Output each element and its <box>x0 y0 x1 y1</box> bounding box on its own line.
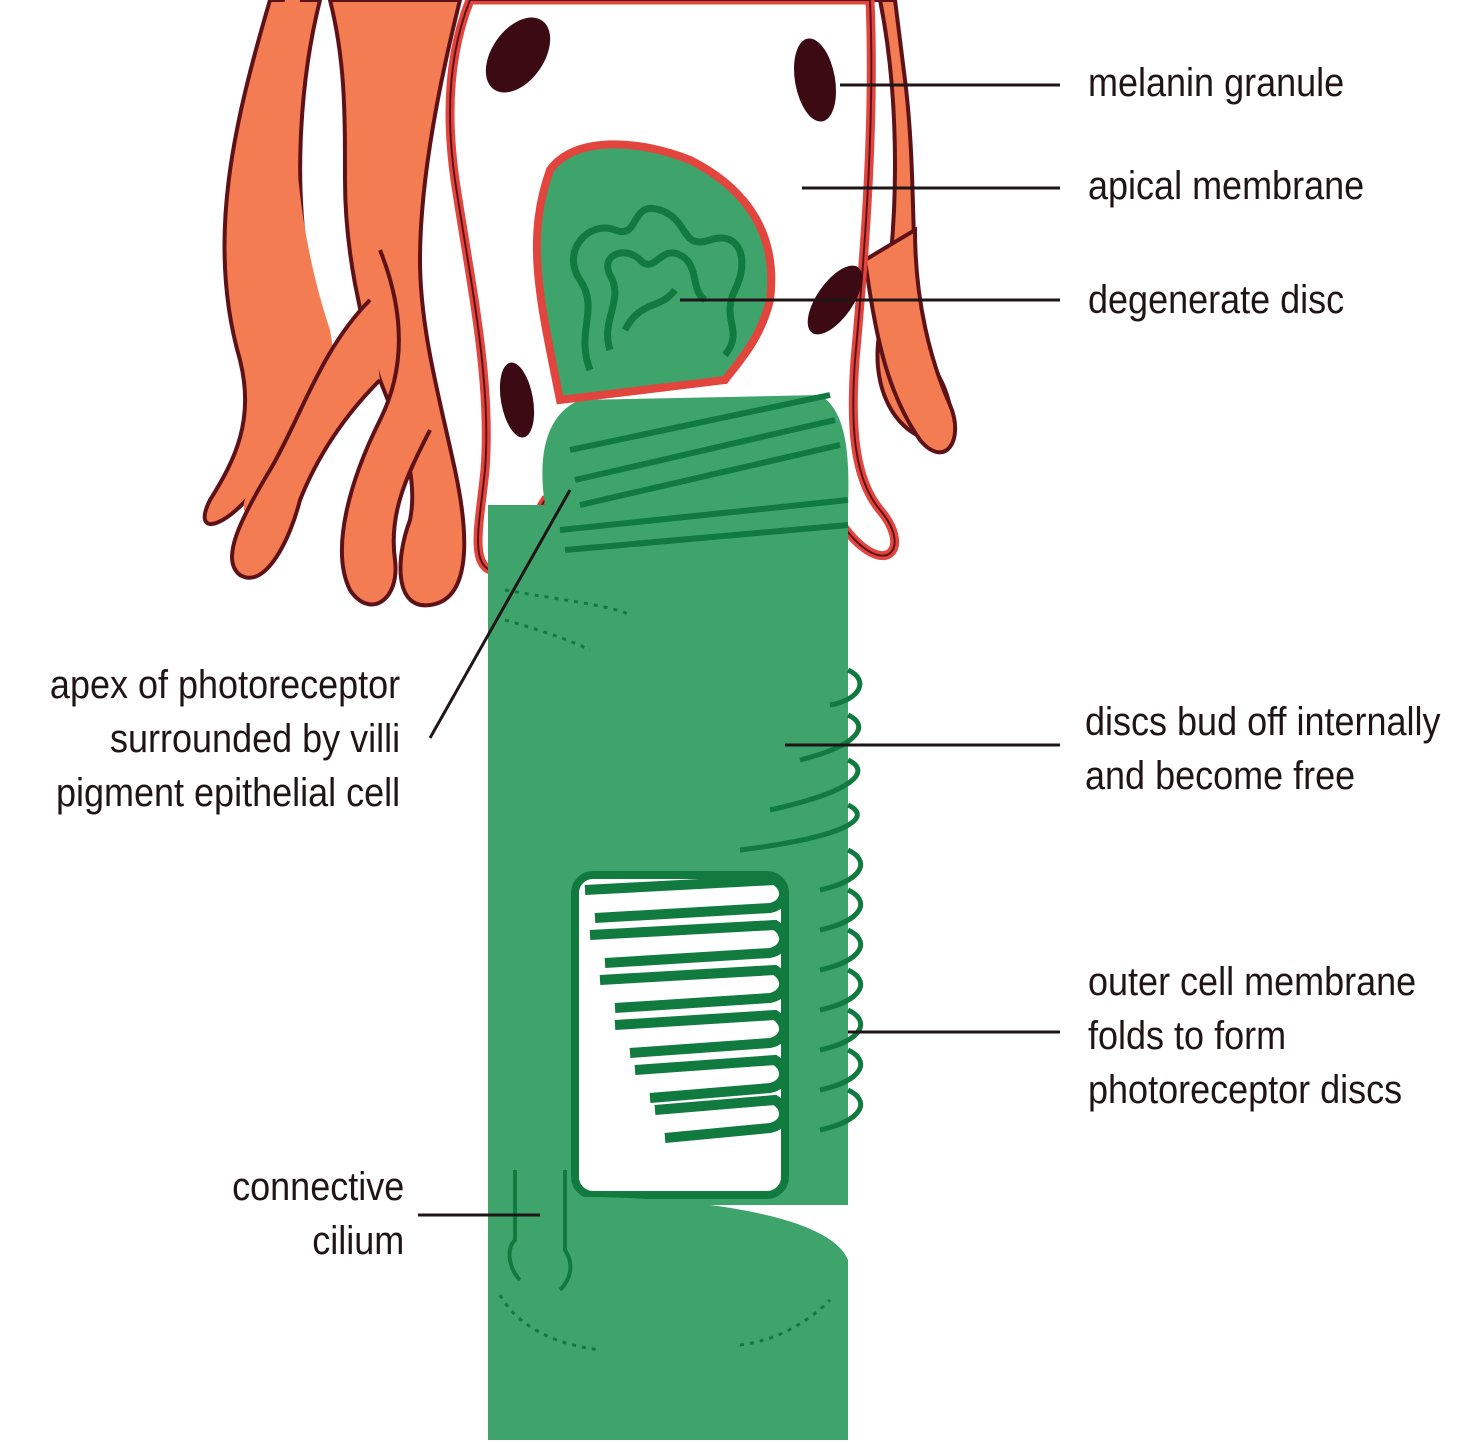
label-apical-membrane: apical membrane <box>1088 159 1364 213</box>
label-connective-cilium: connective cilium <box>232 1160 404 1268</box>
label-apex-of-photoreceptor: apex of photoreceptor surrounded by vill… <box>50 658 400 820</box>
label-outer-cell-membrane: outer cell membrane folds to form photor… <box>1088 955 1416 1117</box>
label-degenerate-disc: degenerate disc <box>1088 273 1344 327</box>
label-melanin-granule: melanin granule <box>1088 56 1344 110</box>
inner-segment <box>488 1197 848 1440</box>
villus-right-tip <box>865 230 955 452</box>
label-discs-bud-off: discs bud off internally and become free <box>1085 695 1441 803</box>
